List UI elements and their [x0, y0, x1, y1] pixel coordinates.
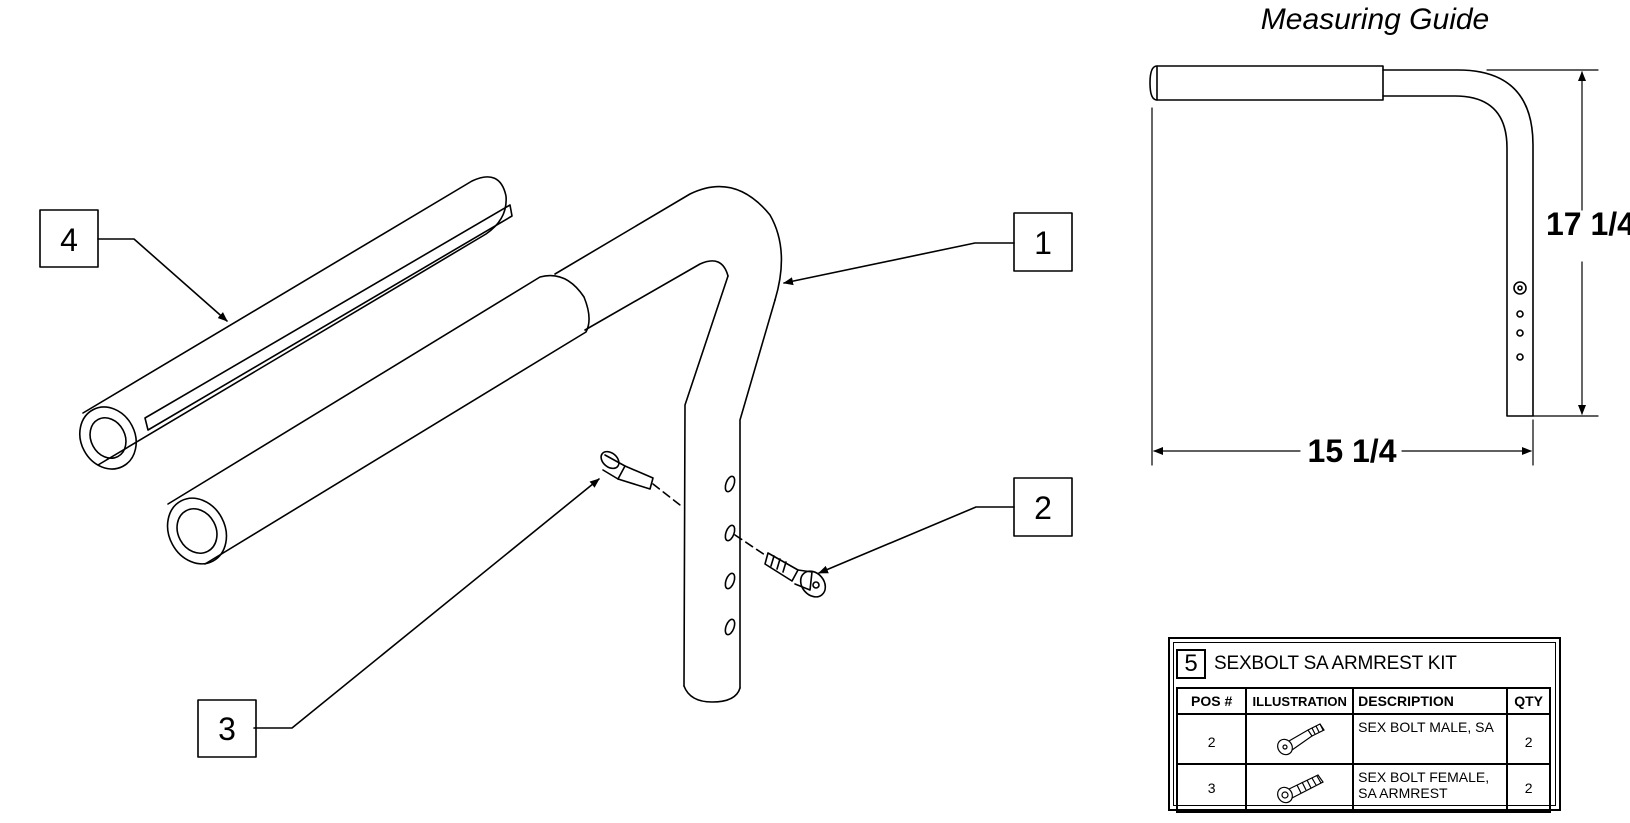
callout-label-2: 2: [1034, 490, 1052, 526]
header-illustration: ILLUSTRATION: [1245, 687, 1355, 715]
kit-position-number: 5: [1176, 649, 1206, 679]
callout-box-1: [1013, 212, 1073, 272]
kit-parts-table: POS # ILLUSTRATION DESCRIPTION QTY 2 SEX: [1175, 687, 1551, 813]
row-description: SEX BOLT MALE, SA: [1352, 713, 1509, 765]
table-row: 2 SEX BOLT MALE, SA 2: [1175, 713, 1551, 765]
callout-label-4: 4: [60, 222, 78, 258]
measuring-guide-title: Measuring Guide: [1261, 3, 1489, 36]
armrest-pad-part-4: [79, 176, 513, 470]
row-pos: 3: [1175, 763, 1248, 813]
callout-label-3: 3: [218, 711, 236, 747]
sex-bolt-male-part-2: [734, 534, 827, 598]
width-dimension-label: 15 1/4: [1308, 433, 1397, 469]
kit-title: SEXBOLT SA ARMREST KIT: [1214, 653, 1457, 674]
sex-bolt-female-icon: [1276, 774, 1324, 804]
table-header-row: POS # ILLUSTRATION DESCRIPTION QTY: [1175, 687, 1551, 715]
measuring-guide-diagram: [1149, 65, 1599, 466]
leader-lines: [97, 238, 1015, 729]
sex-bolt-female-part-3: [600, 450, 681, 506]
row-qty: 2: [1506, 763, 1551, 813]
row-qty: 2: [1506, 713, 1551, 765]
armrest-tube-part-1: [166, 185, 783, 703]
header-pos: POS #: [1175, 687, 1248, 715]
height-dimension-label: 17 1/4: [1546, 206, 1630, 242]
row-illustration: [1245, 763, 1355, 813]
callout-label-1: 1: [1034, 225, 1052, 261]
sex-bolt-male-icon: [1276, 723, 1325, 756]
row-illustration: [1245, 713, 1355, 765]
row-pos: 2: [1175, 713, 1248, 765]
pivot-hole-icon: [1513, 281, 1527, 295]
header-description: DESCRIPTION: [1352, 687, 1509, 715]
header-qty: QTY: [1506, 687, 1551, 715]
row-description: SEX BOLT FEMALE, SA ARMREST: [1352, 763, 1509, 813]
kit-header: 5 SEXBOLT SA ARMREST KIT: [1176, 647, 1457, 681]
callout-box-2: [1013, 477, 1073, 537]
callout-box-3: [197, 699, 257, 758]
callout-box-4: [39, 209, 99, 268]
table-row: 3 SEX BOLT FEMALE, SA ARMREST 2: [1175, 763, 1551, 813]
kit-parts-table-panel: 5 SEXBOLT SA ARMREST KIT POS # ILLUSTRAT…: [1168, 637, 1561, 813]
